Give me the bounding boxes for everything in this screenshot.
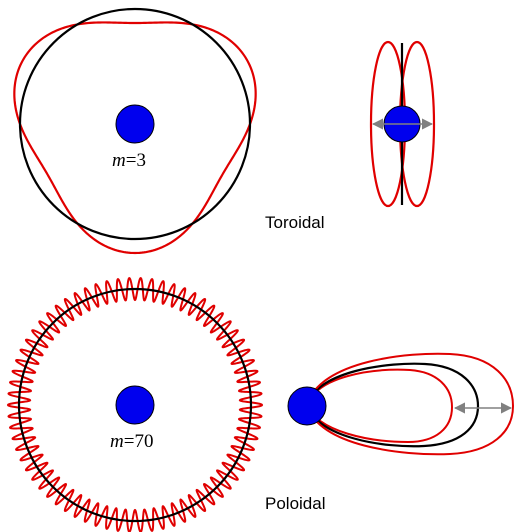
poloidal-inner-orbit xyxy=(305,368,454,444)
toroidal-label: Toroidal xyxy=(265,213,325,232)
poloidal-central-body xyxy=(115,385,155,425)
poloidal-top-view: m=70 xyxy=(6,277,264,532)
poloidal-side-central-body xyxy=(287,386,327,426)
poloidal-unperturbed-orbit xyxy=(17,287,253,523)
toroidal-mode-label: m=3 xyxy=(112,150,146,171)
poloidal-mode-label: m=70 xyxy=(110,431,153,452)
poloidal-perturbed-orbit xyxy=(6,277,264,532)
poloidal-panel: m=70 Poloidal xyxy=(6,277,515,532)
poloidal-outer-orbit xyxy=(305,352,515,456)
toroidal-side-view xyxy=(369,40,436,208)
poloidal-label: Poloidal xyxy=(265,494,326,513)
toroidal-top-view: m=3 xyxy=(13,7,257,255)
poloidal-side-view xyxy=(287,352,515,456)
toroidal-panel: m=3 Toroidal xyxy=(13,7,436,255)
toroidal-central-body xyxy=(115,104,155,144)
toroidal-unperturbed-orbit xyxy=(18,7,252,241)
